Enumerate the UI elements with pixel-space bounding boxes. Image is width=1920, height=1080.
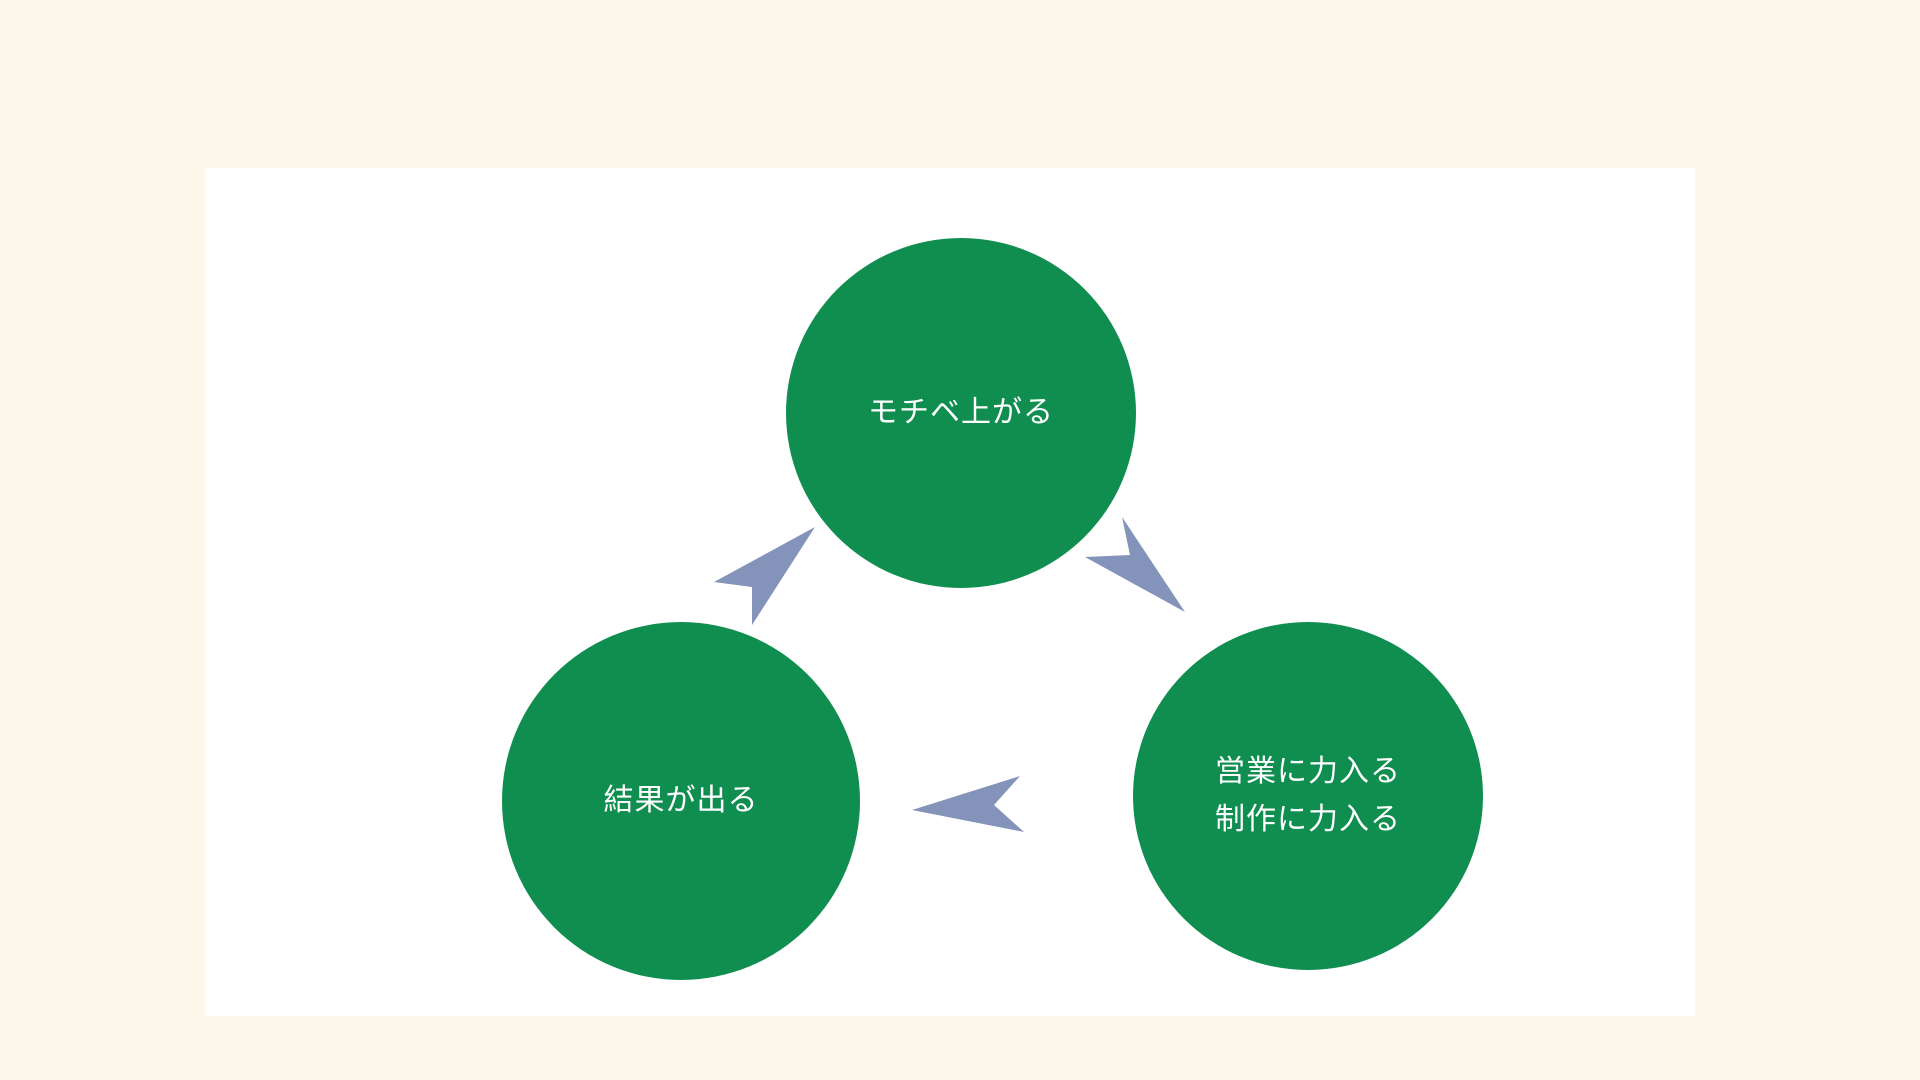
cycle-node-result: 結果が出る [502, 622, 860, 980]
cycle-node-motivation: モチベ上がる [786, 238, 1136, 588]
cycle-node-result-label: 結果が出る [603, 783, 759, 818]
cycle-node-effort: 営業に力入る 制作に力入る [1133, 622, 1483, 970]
cycle-node-motivation-label: モチベ上がる [868, 395, 1054, 430]
cycle-node-effort-label: 営業に力入る 制作に力入る [1215, 754, 1401, 837]
